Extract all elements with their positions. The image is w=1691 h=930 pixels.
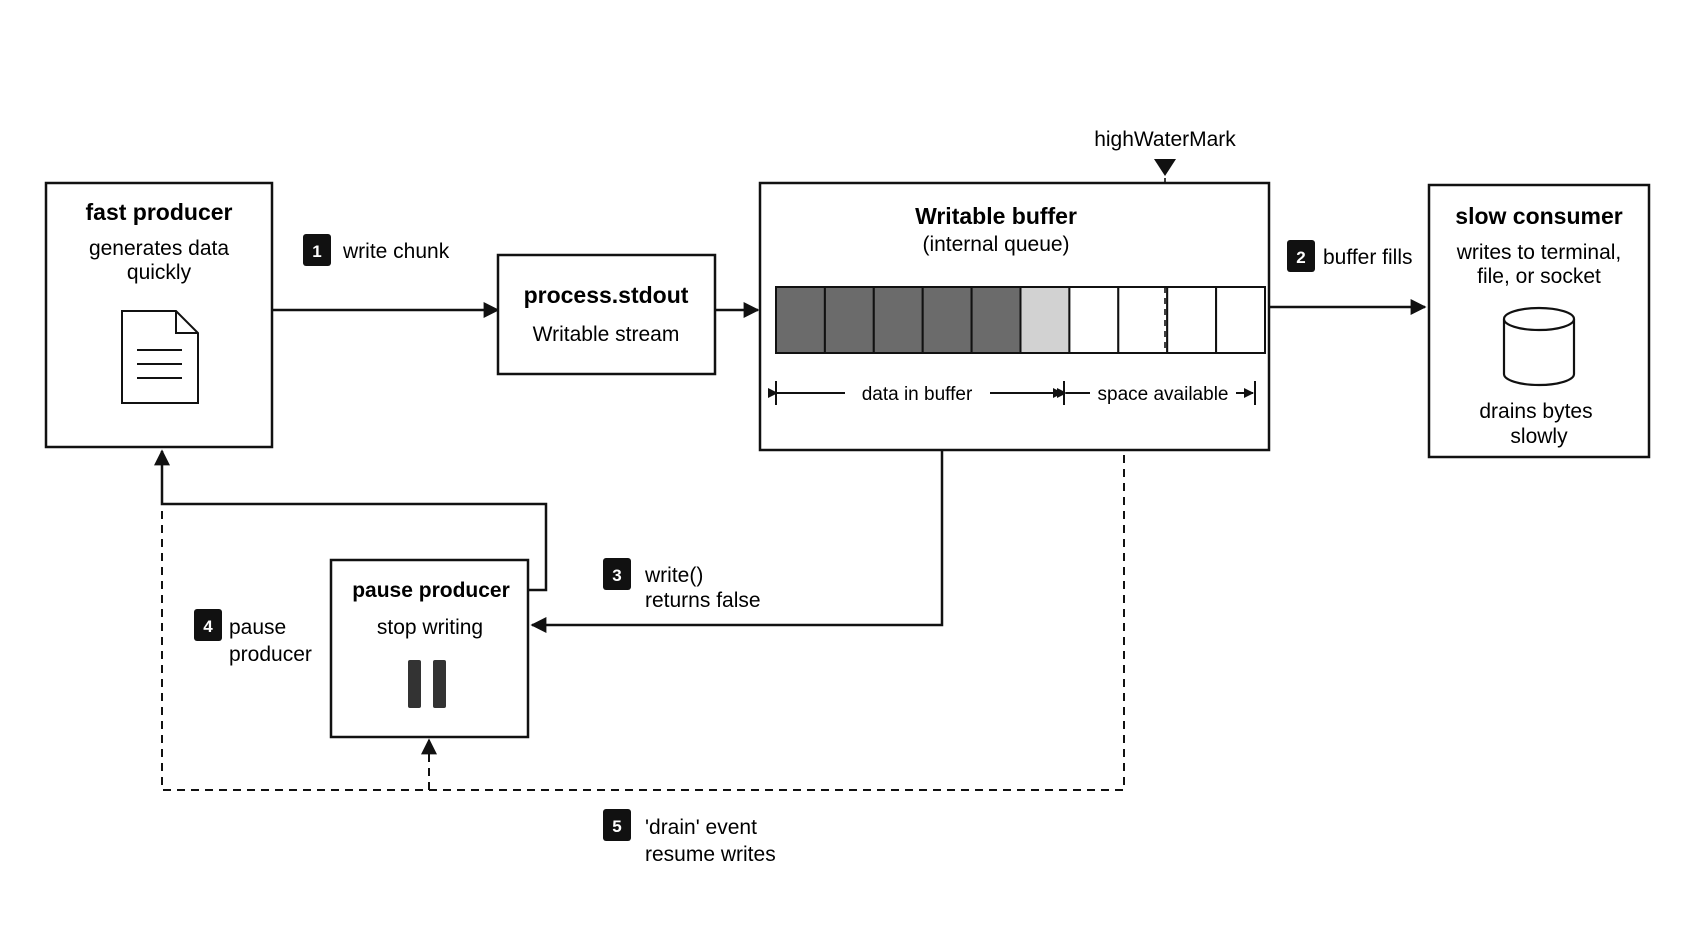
buffer-cell-empty: [1068, 286, 1120, 354]
step-2-text: buffer fills: [1323, 246, 1413, 269]
document-icon: [121, 310, 199, 404]
fast-producer-title: fast producer: [86, 199, 233, 225]
step-3-label: 3 write() returns false: [603, 558, 761, 612]
pause-icon: [408, 660, 446, 708]
slow-consumer-line1: writes to terminal,: [1456, 241, 1622, 264]
step-1-text: write chunk: [342, 240, 450, 263]
step-3-number: 3: [612, 566, 621, 585]
high-water-mark-label: highWaterMark: [1094, 128, 1236, 151]
database-icon: [1502, 306, 1576, 387]
step-4-line2: producer: [229, 643, 312, 666]
drain-event-loop: [161, 455, 1125, 791]
buffer-cell-empty: [1215, 286, 1266, 354]
pause-producer-box: pause producer stop writing: [329, 558, 530, 739]
step-4-line1: pause: [229, 616, 286, 639]
slow-consumer-box: slow consumer writes to terminal, file, …: [1427, 183, 1651, 459]
step-4-badge: [194, 609, 222, 641]
step-4-label: 4 pause producer: [194, 609, 312, 666]
buffer-cells: [775, 286, 1266, 354]
step-4-number: 4: [203, 617, 213, 636]
buffer-cell-empty: [1166, 286, 1218, 354]
returns-false-arrow: [530, 450, 944, 633]
buffer-cell-filled: [970, 286, 1022, 354]
process-stdout-subtitle: Writable stream: [533, 323, 680, 346]
writable-buffer-subtitle: (internal queue): [922, 233, 1069, 256]
buffer-cell-partial: [1019, 286, 1071, 354]
fast-producer-line2: quickly: [127, 261, 192, 284]
fast-producer-box: fast producer generates data quickly: [44, 181, 274, 449]
buffer-cell-filled: [921, 286, 973, 354]
step-2-badge: [1287, 240, 1315, 272]
step-1-badge: [303, 234, 331, 266]
step-1-number: 1: [312, 242, 321, 261]
space-available-dimension: space available: [1057, 381, 1256, 405]
step-5-line2: resume writes: [645, 843, 776, 866]
slow-consumer-line3: drains bytes: [1479, 400, 1592, 423]
space-available-label: space available: [1098, 384, 1229, 405]
step-5-number: 5: [612, 817, 621, 836]
pause-to-producer-arrow: [154, 449, 548, 592]
pause-producer-title: pause producer: [352, 579, 510, 602]
writable-buffer-title: Writable buffer: [915, 203, 1077, 229]
process-stdout-title: process.stdout: [524, 282, 689, 308]
step-1-label: 1 write chunk: [303, 234, 450, 266]
buffer-cell-empty: [1117, 286, 1169, 354]
step-3-line1: write(): [644, 564, 703, 587]
step-5-label: 5 'drain' event resume writes: [603, 809, 776, 866]
step-3-line2: returns false: [645, 589, 761, 612]
buffer-cell-filled: [872, 286, 924, 354]
step-5-line1: 'drain' event: [645, 816, 757, 839]
data-in-buffer-dimension: data in buffer: [768, 381, 1063, 405]
buffer-cell-filled: [823, 286, 875, 354]
buffer-cell-filled: [775, 286, 826, 354]
step-2-label: 2 buffer fills: [1287, 240, 1413, 272]
slow-consumer-title: slow consumer: [1455, 203, 1622, 229]
slow-consumer-line2: file, or socket: [1477, 265, 1601, 288]
step-5-badge: [603, 809, 631, 841]
high-water-mark-triangle: [1154, 159, 1176, 176]
fast-producer-line1: generates data: [89, 237, 229, 260]
pause-producer-subtitle: stop writing: [377, 616, 483, 639]
data-in-buffer-label: data in buffer: [862, 384, 973, 405]
slow-consumer-line4: slowly: [1510, 425, 1568, 448]
writable-buffer-box: Writable buffer (internal queue) data in…: [758, 181, 1271, 452]
step-2-number: 2: [1296, 248, 1305, 267]
process-stdout-box: process.stdout Writable stream: [496, 253, 717, 376]
step-3-badge: [603, 558, 631, 590]
